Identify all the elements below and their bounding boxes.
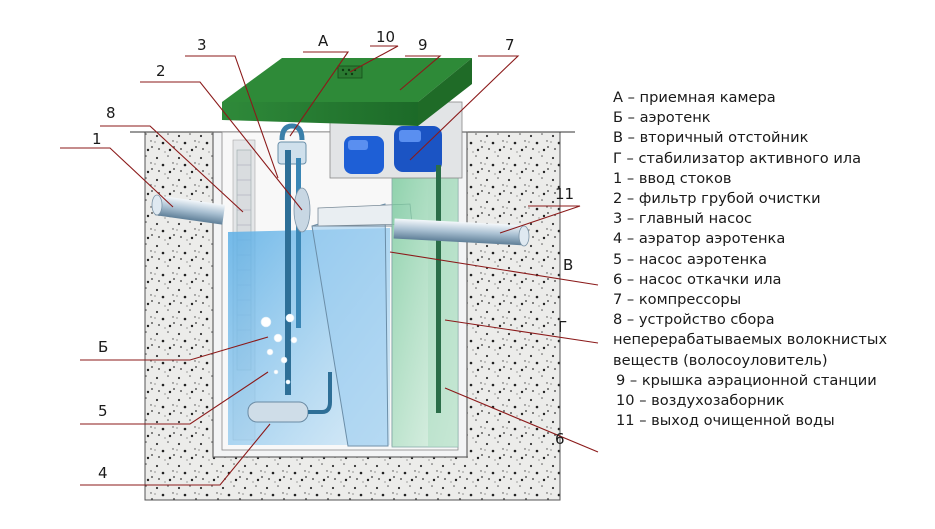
legend-item-7: 7 – компрессоры xyxy=(613,291,742,309)
callout-4: 4 xyxy=(98,464,108,482)
callout-B: Б xyxy=(98,338,108,356)
outlet-pipe xyxy=(393,218,530,247)
legend-item-4: 4 – аэратор аэротенка xyxy=(613,230,786,248)
callout-2: 2 xyxy=(156,62,166,80)
callout-7: 7 xyxy=(505,36,515,54)
callout-3: 3 xyxy=(197,36,207,54)
legend-item-2: 2 – фильтр грубой очистки xyxy=(613,190,821,208)
main-pump xyxy=(277,123,307,395)
sludge-stabilizer xyxy=(391,174,459,448)
legend-item-6: 6 – насос откачки ила xyxy=(613,270,782,288)
callout-G: Г xyxy=(558,318,567,336)
legend-item-G: Г – стабилизатор активного ила xyxy=(613,149,862,167)
sludge-pump-pipe xyxy=(436,165,441,413)
callout-V: В xyxy=(563,256,573,274)
leader-lines xyxy=(60,45,599,486)
legend-item-A: А – приемная камера xyxy=(613,89,776,106)
callout-1: 1 xyxy=(92,130,102,148)
callout-labels: 3 А 10 9 7 2 8 1 11 В Г Б 5 6 4 xyxy=(92,28,574,482)
callout-9: 9 xyxy=(418,36,428,54)
air-bubbles xyxy=(260,313,298,385)
legend-item-B: Б – аэротенк xyxy=(613,109,711,127)
legend-item-1: 1 – ввод стоков xyxy=(613,169,732,187)
legend-item-8: 8 – устройство сбора неперерабатываемых … xyxy=(613,311,888,369)
legend-item-11: 11 – выход очищенной воды xyxy=(616,412,835,430)
legend-item-9: 9 – крышка аэрационной станции xyxy=(616,371,877,389)
callout-10: 10 xyxy=(376,28,395,46)
aerator xyxy=(247,372,332,423)
callout-11: 11 xyxy=(555,185,574,203)
legend-item-V: В – вторичный отстойник xyxy=(613,129,809,147)
callout-5: 5 xyxy=(98,402,108,420)
inlet-pipe xyxy=(151,194,226,225)
compressors xyxy=(344,126,442,174)
callout-6: 6 xyxy=(555,430,565,448)
legend-item-5: 5 – насос аэротенка xyxy=(613,250,767,268)
legend-list: А – приемная камера Б – аэротенк В – вто… xyxy=(613,88,929,431)
callout-8: 8 xyxy=(106,104,116,122)
legend-item-3: 3 – главный насос xyxy=(613,210,753,228)
legend-item-10: 10 – воздухозаборник xyxy=(616,392,785,410)
station-lid xyxy=(222,58,472,126)
secondary-clarifier xyxy=(311,203,413,447)
callout-A: А xyxy=(318,32,329,50)
